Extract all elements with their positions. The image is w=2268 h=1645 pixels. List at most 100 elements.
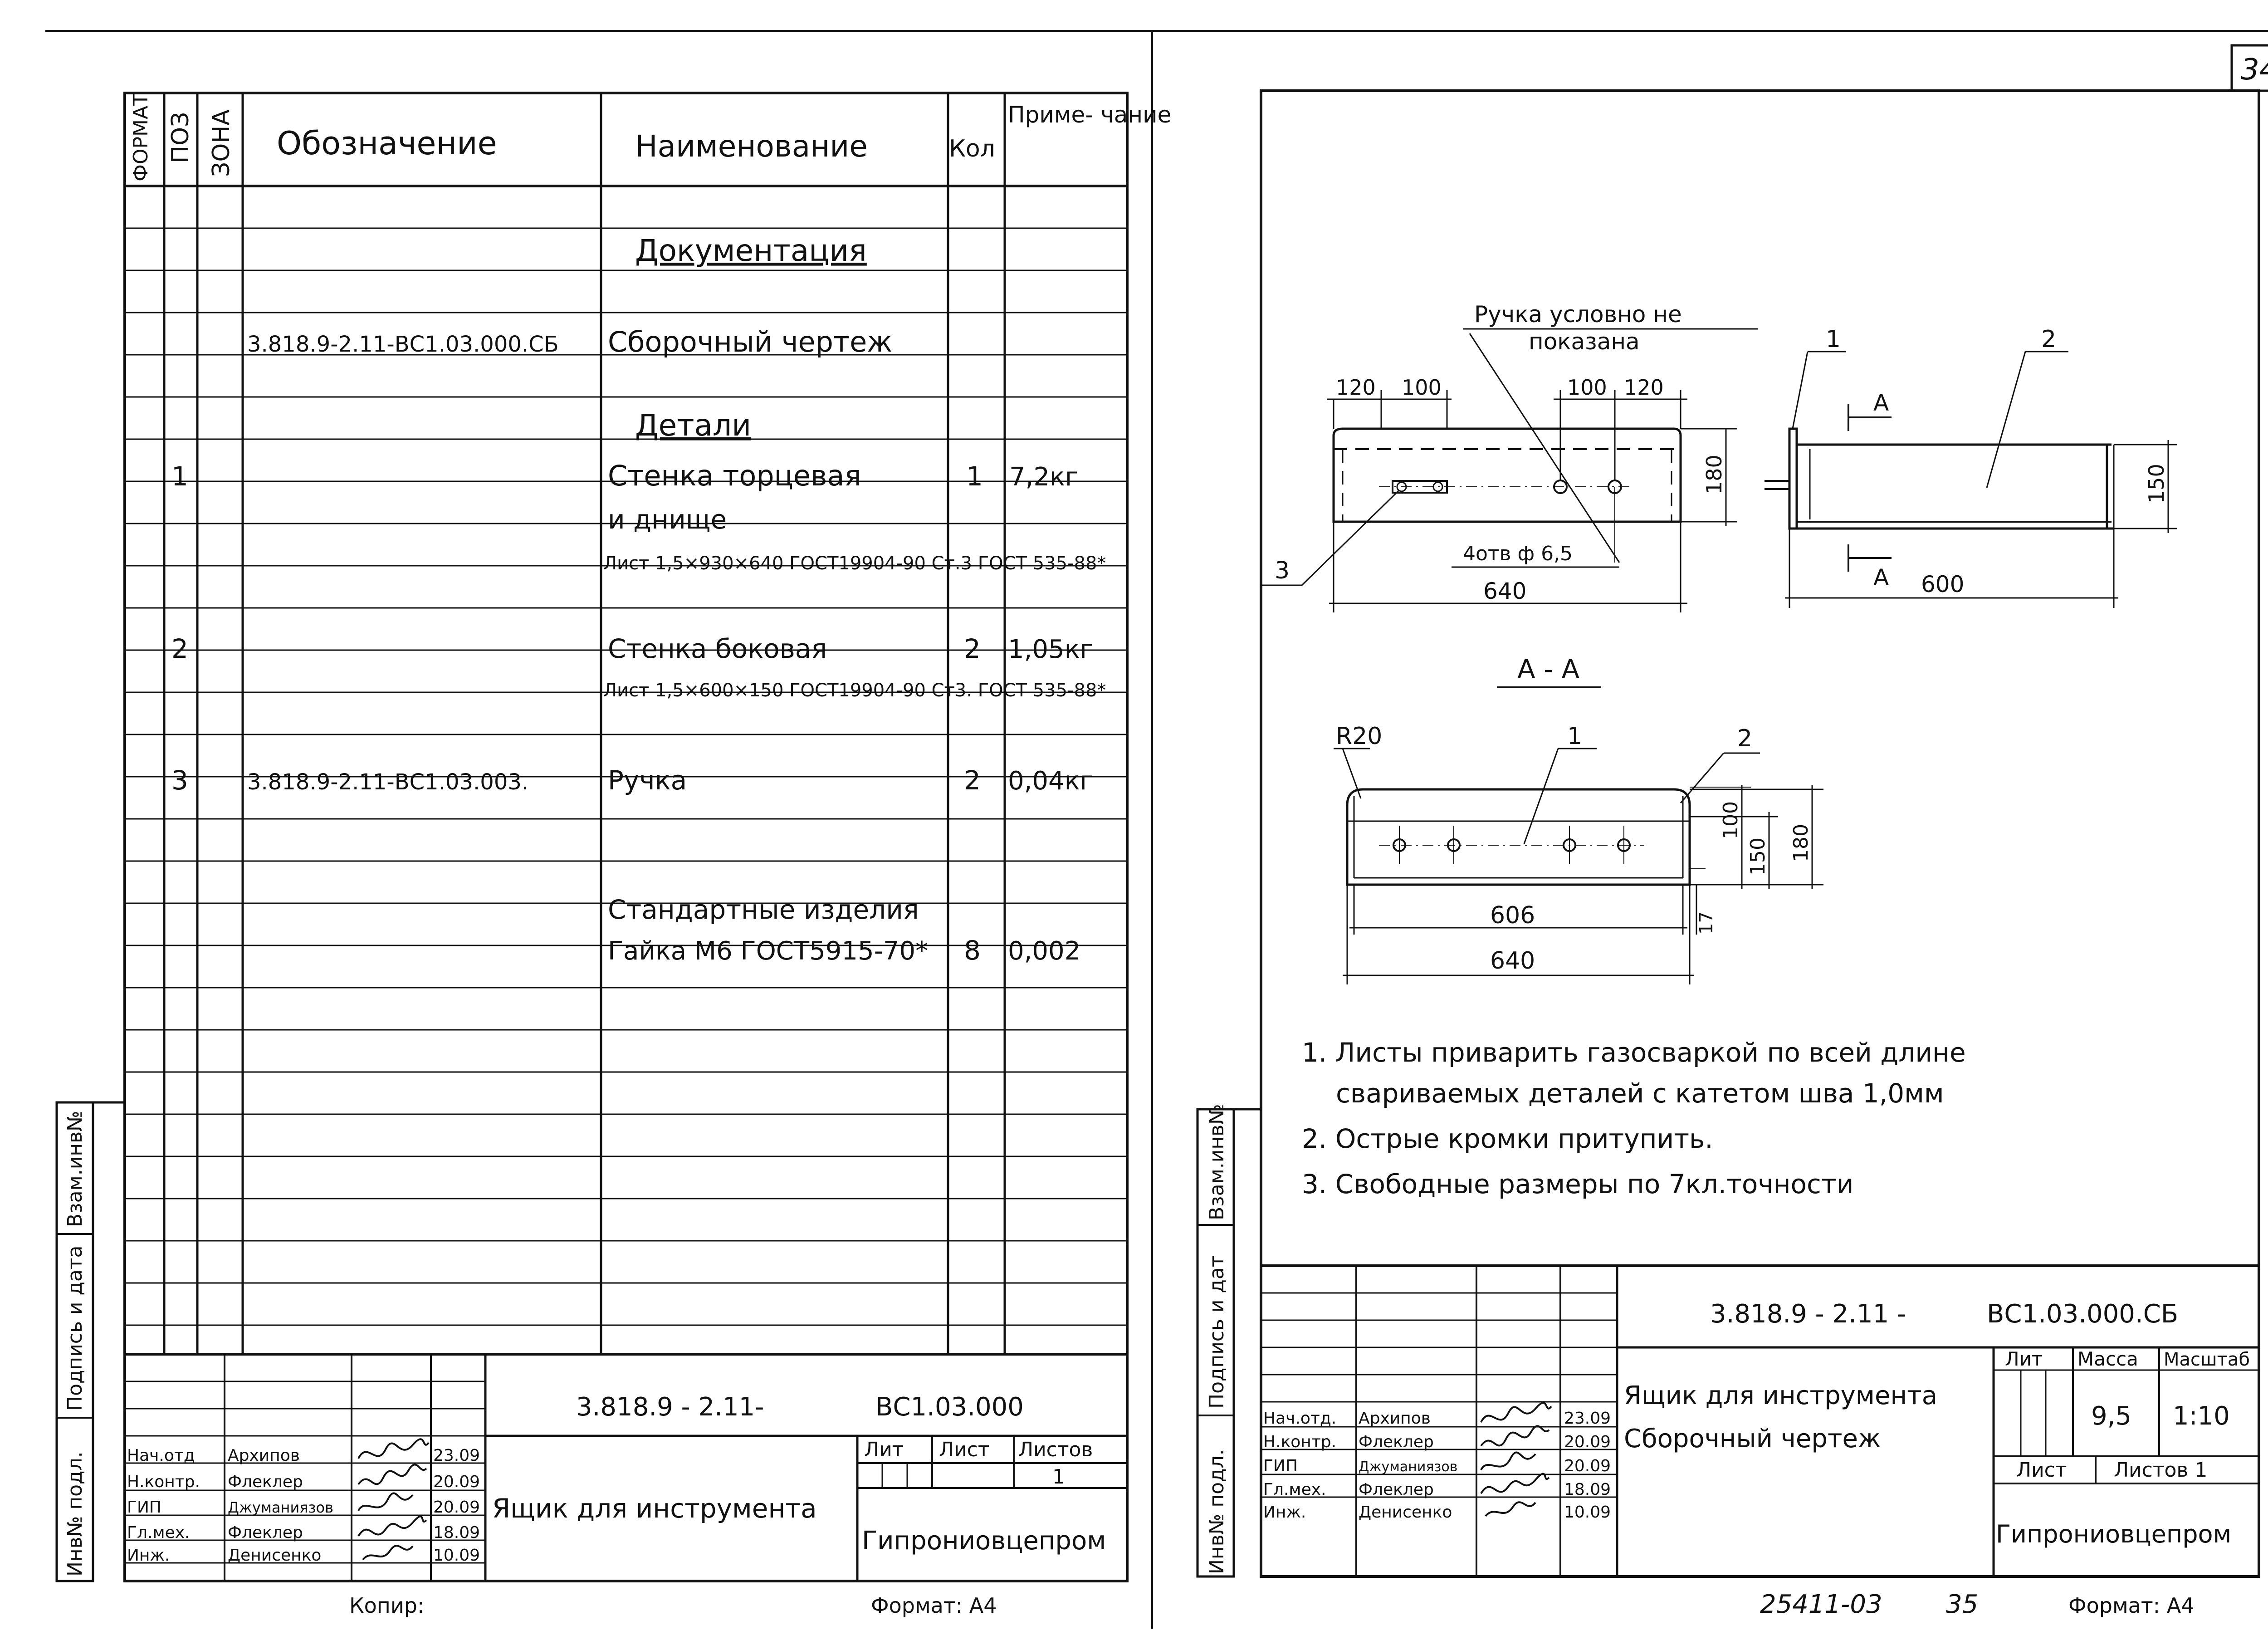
header-qty: Кол (949, 135, 995, 162)
callout-3: 3 (1275, 557, 1290, 584)
side-callout-1: 1 (1826, 326, 1841, 353)
row2-material: Лист 1,5×600×150 ГОСТ19904-90 Ст3. ГОСТ … (603, 680, 1106, 701)
row1-note: 7,2кг (1009, 462, 1078, 492)
right-role-5: Инж. (1263, 1503, 1306, 1522)
section-callout-1: 1 (1567, 723, 1582, 750)
dim-120-left: 120 (1336, 375, 1376, 400)
dim-150-side: 150 (2144, 464, 2169, 504)
footer-code: 25411-03 (1760, 1590, 1882, 1619)
section-details: Детали (635, 408, 751, 443)
right-sheet-label: Лист (2016, 1459, 2067, 1482)
header-note: Приме- чание (1008, 102, 1171, 128)
right-date-4: 18.09 (1564, 1480, 1611, 1499)
left-sheets-label: Листов (1018, 1438, 1093, 1461)
right-org: Гипрониовцепром (1996, 1520, 2231, 1548)
right-role-3: ГИП (1263, 1457, 1298, 1475)
left-side-label-sign: Подпись и дата (64, 1246, 87, 1411)
side-view (1765, 351, 2177, 608)
right-date-2: 20.09 (1564, 1433, 1611, 1451)
section-documentation: Документация (635, 233, 867, 268)
row-assembly-designation: 3.818.9-2.11-ВС1.03.000.СБ (247, 332, 559, 357)
right-signatures (1480, 1402, 1552, 1517)
right-person-4: Флеклер (1359, 1480, 1434, 1499)
section-callout-2: 2 (1737, 725, 1752, 752)
dim-180-front: 180 (1702, 455, 1726, 494)
right-lit-label: Лит (2005, 1348, 2043, 1370)
left-role-4: Гл.мех. (127, 1523, 190, 1542)
row1-name: Стенка торцевая (608, 459, 861, 492)
section-mark-bottom: А (1873, 564, 1889, 591)
dim-r20: R20 (1336, 723, 1382, 750)
side-callout-2: 2 (2041, 326, 2056, 353)
row3-pos: 3 (171, 765, 188, 796)
left-doc-code2: ВС1.03.000 (875, 1392, 1024, 1422)
right-date-1: 23.09 (1564, 1409, 1611, 1428)
right-mass-value: 9,5 (2091, 1401, 2131, 1431)
dim-17-section: 17 (1696, 911, 1717, 935)
left-side-label-inv: Инв№ подл. (64, 1451, 87, 1576)
section-view (1334, 748, 1823, 984)
right-date-5: 10.09 (1564, 1503, 1611, 1522)
left-role-2: Н.контр. (127, 1473, 200, 1491)
dim-640-front: 640 (1483, 578, 1526, 604)
right-frame (1260, 89, 2260, 1578)
left-role-1: Нач.отд (127, 1446, 195, 1465)
footer-page: 35 (1946, 1590, 1978, 1619)
dim-640-section: 640 (1490, 947, 1535, 974)
handle-note-1: Ручка условно не (1474, 301, 1682, 328)
row-nut-name: Гайка М6 ГОСТ5915-70* (608, 936, 928, 966)
right-side-label-sign: Подпись и дат (1205, 1256, 1228, 1409)
dim-120-right: 120 (1624, 375, 1664, 400)
left-copy: Копир: (349, 1593, 424, 1618)
row2-name: Стенка боковая (608, 633, 827, 664)
left-person-3: Джуманиязов (228, 1499, 333, 1516)
row1-material: Лист 1,5×930×640 ГОСТ19904-90 Ст.3 ГОСТ … (603, 553, 1106, 574)
left-person-4: Флеклер (228, 1523, 303, 1542)
left-date-3: 20.09 (433, 1498, 480, 1517)
right-title-1: Ящик для инструмента (1624, 1381, 1937, 1410)
right-date-3: 20.09 (1564, 1457, 1611, 1475)
right-title-2: Сборочный чертеж (1624, 1424, 1881, 1454)
note-2: 2. Острые кромки притупить. (1302, 1123, 1713, 1154)
left-format: Формат: А4 (871, 1593, 997, 1618)
left-title: Ящик для инструмента (492, 1493, 817, 1524)
row3-note: 0,04кг (1008, 766, 1093, 796)
left-role-3: ГИП (127, 1498, 161, 1517)
row2-note: 1,05кг (1008, 635, 1093, 664)
left-doc-code: 3.818.9 - 2.11- (576, 1392, 764, 1422)
row-nut-note: 0,002 (1008, 936, 1080, 966)
right-role-4: Гл.мех. (1263, 1480, 1326, 1499)
row3-qty: 2 (964, 765, 981, 796)
dim-100-left: 100 (1402, 375, 1442, 400)
right-person-5: Денисенко (1359, 1503, 1452, 1522)
dim-150-section: 150 (1746, 837, 1769, 876)
right-side-label-inv: Инв№ подл. (1205, 1449, 1228, 1574)
left-lit-label: Лит (864, 1438, 904, 1461)
row-assembly-name: Сборочный чертеж (608, 325, 892, 358)
row2-pos: 2 (171, 633, 188, 664)
right-doc-code: 3.818.9 - 2.11 - (1710, 1299, 1906, 1329)
left-sheet: ФОРМАТ ПОЗ ЗОНА Обозначение Наименование… (55, 92, 1171, 1618)
right-side-label-replace: Взам.инв№ (1205, 1104, 1228, 1220)
left-date-1: 23.09 (433, 1446, 480, 1465)
left-date-4: 18.09 (433, 1523, 480, 1542)
row-nut-qty: 8 (964, 935, 981, 966)
left-person-1: Архипов (228, 1446, 300, 1465)
right-role-1: Нач.отд. (1263, 1409, 1336, 1428)
left-side-label-replace: Взам.инв№ (64, 1111, 87, 1227)
right-scale-value: 1:10 (2173, 1401, 2230, 1431)
dim-180-section: 180 (1789, 824, 1813, 862)
right-title-block: 3.818.9 - 2.11 - ВС1.03.000.СБ Ящик для … (1261, 1264, 2259, 1576)
left-date-2: 20.09 (433, 1473, 480, 1491)
dim-606-section: 606 (1490, 902, 1535, 929)
header-format: ФОРМАТ (129, 93, 152, 181)
left-role-5: Инж. (127, 1546, 170, 1565)
row1-qty: 1 (966, 461, 983, 492)
right-scale-label: Масштаб (2164, 1349, 2250, 1370)
right-role-2: Н.контр. (1263, 1433, 1336, 1451)
dim-100-section: 100 (1719, 801, 1742, 839)
left-sheet-label: Лист (939, 1438, 990, 1461)
holes-note: 4отв ф 6,5 (1463, 542, 1573, 565)
left-person-5: Денисенко (228, 1546, 321, 1565)
